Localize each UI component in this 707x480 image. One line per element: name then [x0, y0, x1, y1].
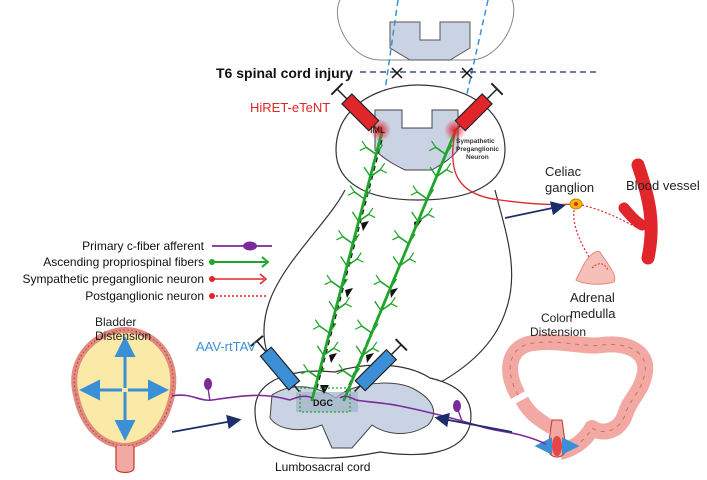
symp-pre-label-2: Preganglionic [456, 146, 499, 153]
symp-pre-label-1: Sympathetic [456, 138, 495, 145]
fiber-segment [337, 237, 343, 240]
fiber-segment [369, 214, 375, 217]
celiac-label-1: Celiac [545, 164, 582, 179]
fiber-segment [334, 342, 338, 348]
block-mark-right [462, 68, 472, 78]
fiber-segment [358, 320, 362, 326]
fiber-segment [428, 208, 432, 214]
adrenal-label-2: medulla [570, 306, 616, 321]
lumbosacral-label: Lumbosacral cord [275, 460, 370, 474]
fiber-segment [410, 259, 416, 262]
legend-label: Primary c-fiber afferent [82, 239, 204, 253]
legend-item-c-fiber [212, 242, 272, 251]
fiber-segment [394, 257, 400, 266]
adrenal-label-1: Adrenal [570, 290, 615, 305]
fiber-segment [327, 275, 331, 281]
fiber-segment [318, 346, 324, 355]
iml-label: IML [370, 125, 385, 135]
postganglionic-to-adrenal [574, 210, 592, 262]
fiber-segment [341, 257, 347, 266]
upper-cord-section [337, 0, 513, 60]
colon [510, 342, 645, 457]
fiber-segment [399, 237, 409, 244]
fiber-segment [356, 326, 362, 329]
fiber-segment [362, 326, 372, 333]
legend-item-preganglionic [209, 274, 266, 284]
fiber-segment [334, 348, 340, 351]
celiac-ganglion [570, 199, 582, 209]
symp-pre-label-3: Neuron [466, 154, 489, 161]
dgc-label: DGC [313, 398, 334, 408]
legend-item-postganglionic [209, 293, 268, 299]
colon-label-2: Distension [530, 325, 586, 339]
legend-label: Sympathetic preganglionic neuron [23, 272, 204, 286]
fiber-segment [374, 281, 380, 284]
fiber-segment [357, 259, 363, 262]
bladder-label-2: Distension [95, 329, 151, 343]
fiber-segment [373, 342, 377, 348]
fiber-segment [412, 212, 418, 221]
fiber-segment [393, 237, 399, 240]
block-mark-left [392, 68, 402, 78]
fiber-segment [380, 281, 390, 288]
fiber-segment [357, 346, 363, 355]
fiber-segment [304, 365, 308, 371]
fiber-segment [369, 208, 373, 214]
fiber-segment [343, 237, 353, 244]
fiber-segment [331, 281, 341, 288]
bladder [74, 330, 173, 473]
legend [209, 242, 272, 300]
fiber-segment [353, 212, 359, 221]
fiber-segment [357, 253, 361, 259]
fiber-segment [314, 326, 320, 329]
fiber-segment [329, 302, 335, 311]
fiber-segment [375, 302, 381, 311]
bladder-label-1: Bladder [95, 315, 136, 329]
fiber-segment [320, 326, 330, 333]
fiber-segment [376, 275, 380, 281]
legend-label: Ascending propriospinal fibers [43, 255, 204, 269]
fiber-segment [395, 231, 399, 237]
legend-label: Postganglionic neuron [85, 289, 204, 303]
fiber-segment [316, 320, 320, 326]
arrow-bladder-to-cord [172, 420, 238, 432]
hiret-label: HiRET-eTeNT [250, 100, 330, 115]
fiber-segment [428, 214, 434, 217]
legend-item-propriospinal [209, 257, 268, 267]
fiber-segment [349, 192, 355, 195]
colon-label-1: Colon [541, 311, 572, 325]
fiber-segment [345, 304, 351, 307]
fiber-segment [351, 186, 355, 192]
fiber-segment [355, 192, 365, 199]
fiber-segment [391, 304, 397, 307]
fiber-segment [373, 348, 379, 351]
fiber-segment [325, 281, 331, 284]
aav-label: AAV-rtTAV [196, 339, 256, 354]
celiac-label-2: ganglion [545, 180, 594, 195]
arrow-to-celiac [505, 206, 562, 218]
injury-label: T6 spinal cord injury [216, 65, 353, 81]
fiber-segment [410, 253, 414, 259]
adrenal-medulla [576, 252, 615, 285]
fiber-segment [339, 231, 343, 237]
fiber-segment [391, 298, 395, 304]
fiber-segment [345, 298, 349, 304]
blood-vessel-label: Blood vessel [626, 178, 700, 193]
